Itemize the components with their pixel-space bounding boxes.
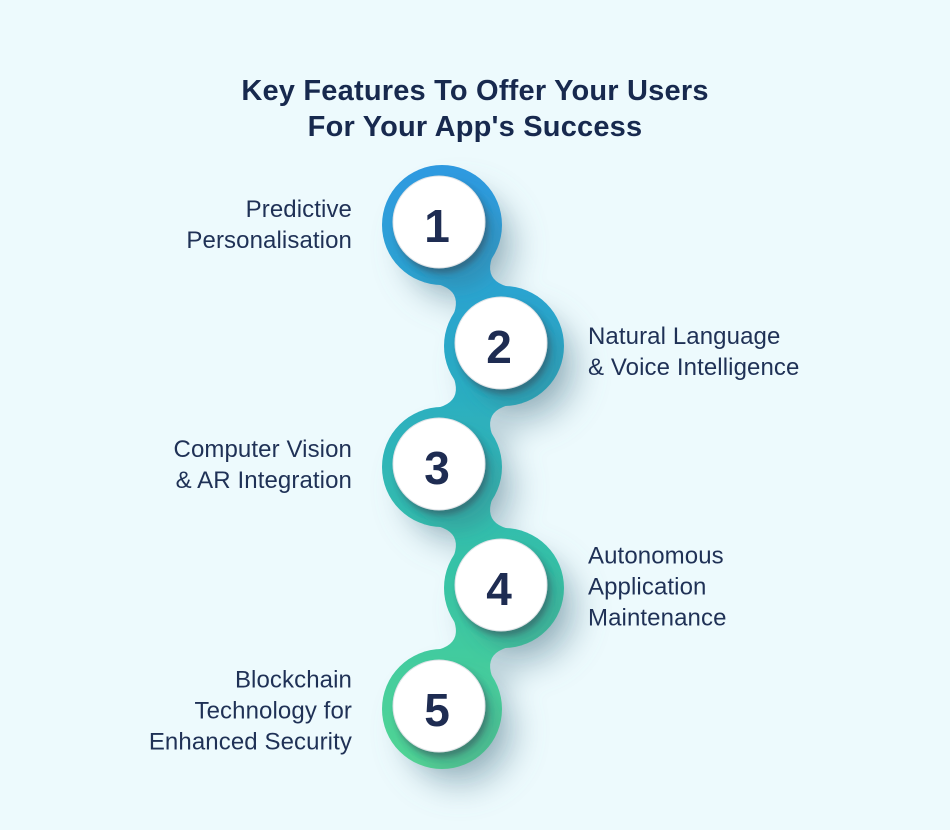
disc-2 — [454, 296, 548, 390]
step-4-number: 4 — [486, 563, 512, 615]
page-title-line1: Key Features To Offer Your Users — [241, 75, 709, 108]
chain-neck-4 — [423, 606, 523, 691]
disc-4 — [454, 538, 548, 632]
page-title-line2: For Your App's Success — [307, 111, 643, 144]
step-1-label: Predictive Personalisation — [186, 196, 352, 254]
step-3-number: 3 — [424, 442, 450, 494]
step-5-label: Blockchain Technology for Enhanced Secur… — [148, 666, 352, 756]
number-discs — [392, 175, 548, 753]
step-3-label: Computer Vision & AR Integration — [173, 436, 352, 494]
step-2-label: Natural Language & Voice Intelligence — [588, 323, 800, 381]
step-1-number: 1 — [424, 200, 450, 252]
step-2-number: 2 — [486, 321, 512, 373]
disc-5 — [392, 659, 486, 753]
disc-3 — [392, 417, 486, 511]
step-5-number: 5 — [424, 684, 450, 736]
chain-neck-2 — [423, 364, 523, 449]
disc-1 — [392, 175, 486, 269]
chain-neck-1 — [423, 243, 523, 328]
step-4-label: Autonomous Application Maintenance — [588, 542, 727, 632]
chain-neck-3 — [423, 485, 523, 570]
page-title: Key Features To Offer Your Users For You… — [0, 73, 950, 145]
